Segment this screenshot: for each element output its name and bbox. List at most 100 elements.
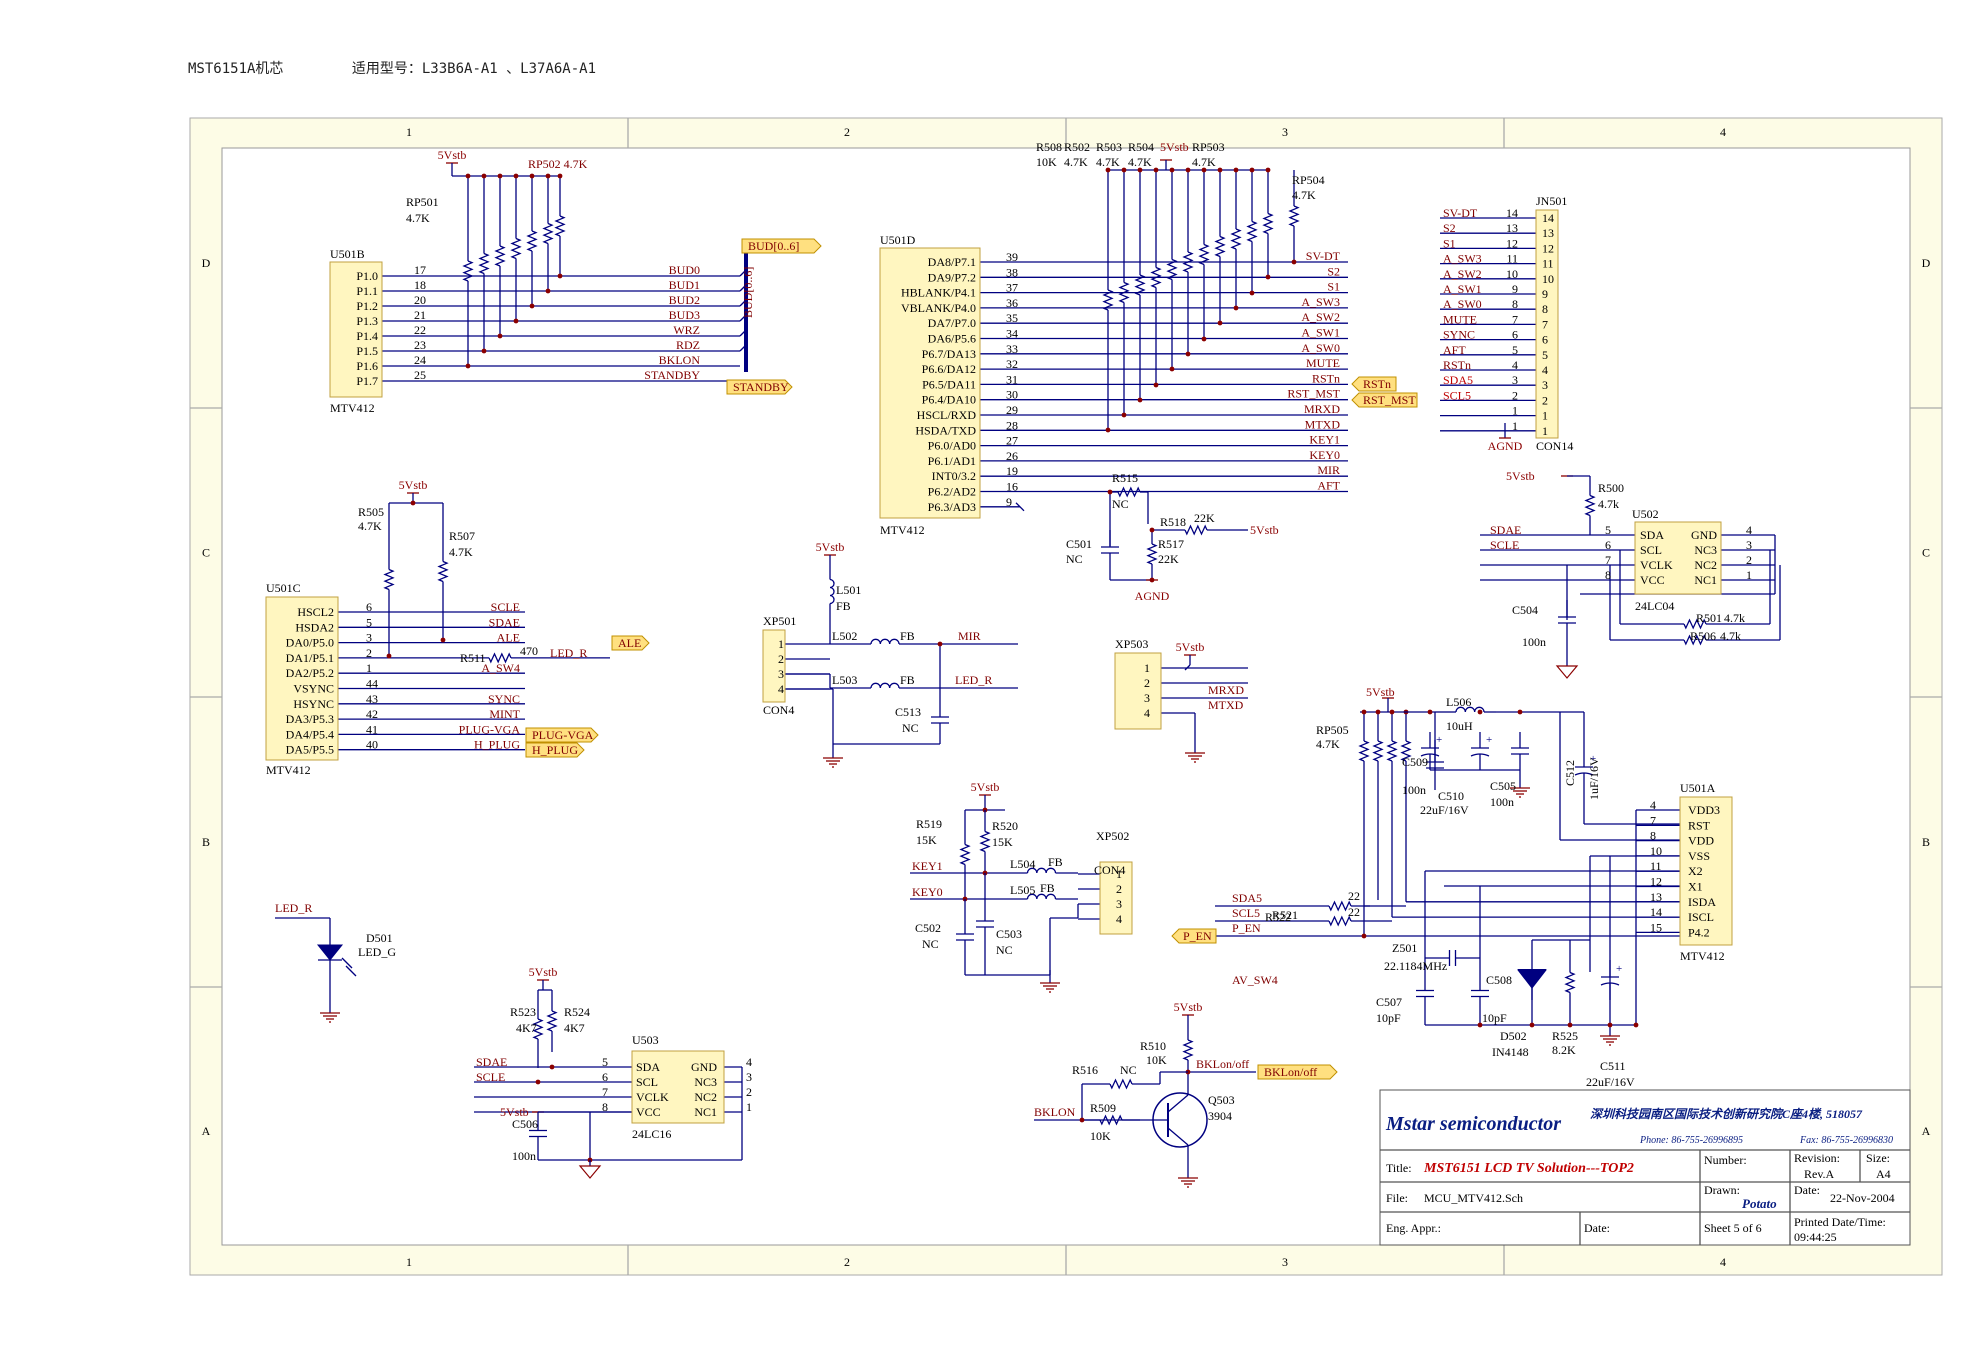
- junction-dot: [1169, 167, 1175, 173]
- part-name: MTV412: [330, 401, 375, 415]
- pin-number: 44: [366, 677, 378, 691]
- power-label: 5Vstb: [1366, 685, 1395, 699]
- part-ref: C502: [915, 921, 941, 935]
- page-header: MST6151A机芯 适用型号：L33B6A-A1 、L37A6A-A1: [188, 58, 656, 78]
- pin-name: HSDA/TXD: [915, 423, 976, 437]
- part-ref: C503: [996, 927, 1022, 941]
- part-value: 4.7K: [358, 519, 382, 533]
- port-label: BKLon/off: [1264, 1065, 1317, 1079]
- net-label: RSTn: [1312, 371, 1340, 385]
- led-arrow: [341, 957, 353, 969]
- pin-number: 7: [1542, 317, 1548, 331]
- junction-dot: [557, 173, 563, 179]
- net-label: S2: [1327, 264, 1340, 278]
- pin-number: 16: [1006, 480, 1018, 494]
- junction-dot: [1265, 167, 1271, 173]
- pin-number: 5: [1512, 343, 1518, 357]
- pin-name: P6.3/AD3: [928, 500, 976, 514]
- resistor: [462, 260, 474, 282]
- net-label: LED_R: [275, 901, 312, 915]
- junction-dot: [1185, 167, 1191, 173]
- junction-dot: [465, 173, 471, 179]
- pin-number: 1: [366, 661, 372, 675]
- pin-number: 43: [366, 692, 378, 706]
- junction-dot: [545, 173, 551, 179]
- part-value: 22uF/16V: [1586, 1075, 1635, 1089]
- pin-number: 7: [1650, 813, 1656, 827]
- net-port: [611, 635, 650, 651]
- pin-number: 8: [1512, 297, 1518, 311]
- size-value: A4: [1876, 1167, 1891, 1181]
- pin-name: DA4/P5.4: [286, 727, 334, 741]
- file-label: File:: [1386, 1191, 1408, 1205]
- part-name: CON14: [1536, 439, 1573, 453]
- ground-symbol: [578, 1165, 602, 1179]
- net-label: A_SW3: [1301, 295, 1340, 309]
- pin-name: X1: [1688, 880, 1703, 894]
- net-label: BUD1: [669, 278, 700, 292]
- part-name: 3904: [1208, 1109, 1232, 1123]
- file-value: MCU_MTV412.Sch: [1424, 1191, 1523, 1205]
- resistor: [1117, 486, 1141, 498]
- part-ref: R502: [1064, 140, 1090, 154]
- part-ref: U502: [1632, 507, 1659, 521]
- pin-number: 32: [1006, 357, 1018, 371]
- net-label: MTXD: [1305, 417, 1341, 431]
- pin-name: P1.7: [356, 374, 378, 388]
- pin-name: NC2: [1694, 558, 1717, 572]
- junction-dot: [1529, 1022, 1535, 1028]
- ic-body: [631, 1050, 725, 1124]
- resistor: [1182, 251, 1194, 273]
- resistor: [1683, 618, 1707, 630]
- part-ref: RP503: [1192, 140, 1225, 154]
- pin-number: 11: [1650, 859, 1662, 873]
- part-value: 22: [1348, 905, 1360, 919]
- pin-number: 34: [1006, 327, 1018, 341]
- printed-label: Printed Date/Time:: [1794, 1215, 1886, 1229]
- net-label: A_SW2: [1443, 267, 1482, 281]
- part-value: FB: [1048, 855, 1063, 869]
- part-ref: C501: [1066, 537, 1092, 551]
- net-label: KEY1: [1309, 433, 1340, 447]
- pin-number: 2: [366, 646, 372, 660]
- part-ref: R519: [916, 817, 942, 831]
- pin-number: 8: [602, 1100, 608, 1114]
- part-ref: C506: [512, 1117, 538, 1131]
- pin-name: P1.5: [356, 344, 378, 358]
- part-ref: C511: [1600, 1059, 1626, 1073]
- resistor: [1564, 971, 1576, 994]
- connector-body: [762, 629, 786, 703]
- resistor: [1358, 740, 1370, 762]
- pin-number: 3: [1542, 378, 1548, 392]
- pin-number: 6: [1605, 538, 1611, 552]
- label-text: +: [1616, 963, 1622, 975]
- pin-number: 4: [1542, 363, 1548, 377]
- part-ref: U501C: [266, 581, 301, 595]
- junction-dot: [535, 1079, 541, 1085]
- pin-name: DA9/P7.2: [928, 270, 976, 284]
- net-port: [741, 238, 822, 254]
- junction-dot: [1375, 709, 1381, 715]
- pin-number: 1: [1116, 867, 1122, 881]
- net-label: A_SW0: [1301, 341, 1340, 355]
- pin-number: 3: [366, 631, 372, 645]
- pin-number: 4: [1116, 912, 1122, 926]
- part-value: 10K: [1090, 1129, 1111, 1143]
- power-label: 5Vstb: [1506, 469, 1535, 483]
- pin-name: NC3: [1694, 543, 1717, 557]
- pin-number: 1: [1512, 404, 1518, 418]
- row-label: B: [202, 835, 210, 849]
- part-value: 10pF: [1482, 1011, 1507, 1025]
- net-label: A_SW0: [1443, 297, 1482, 311]
- net-label: MUTE: [1306, 356, 1340, 370]
- part-value: 4.7K: [449, 545, 473, 559]
- junction-dot: [1477, 1022, 1483, 1028]
- part-ref: D502: [1500, 1029, 1527, 1043]
- part-ref: Z501: [1392, 941, 1417, 955]
- part-value: 10K: [1146, 1053, 1167, 1067]
- pin-name: NC1: [1694, 573, 1717, 587]
- row-label: C: [1922, 546, 1930, 560]
- resistor: [478, 252, 490, 275]
- pin-number: 18: [414, 278, 426, 292]
- title-label: Title:: [1386, 1161, 1412, 1175]
